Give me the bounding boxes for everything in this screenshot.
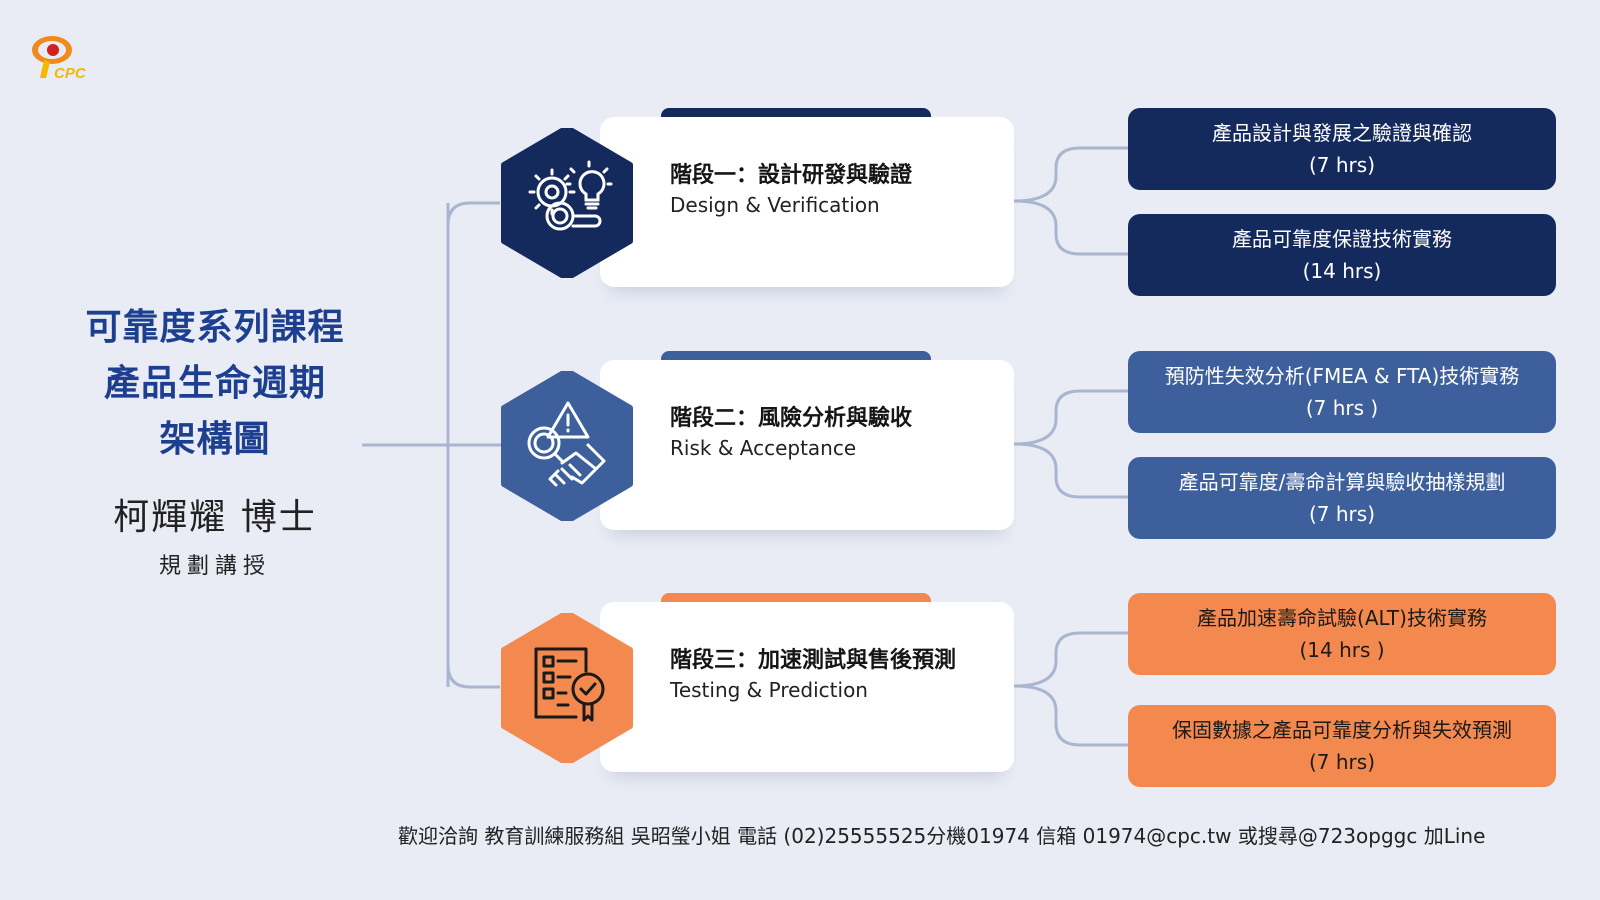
course-2-2-name: 產品可靠度/壽命計算與驗收抽樣規劃 (1178, 470, 1506, 494)
stage-3-card: 階段三：加速測試與售後預測 Testing & Prediction (600, 602, 1014, 772)
course-1-1: 產品設計與發展之驗證與確認 (7 hrs) (1128, 108, 1556, 190)
course-3-2-hours: (7 hrs) (1308, 750, 1375, 774)
stage-2-subtitle: Risk & Acceptance (670, 436, 857, 460)
stage-2-card: 階段二：風險分析與驗收 Risk & Acceptance (600, 360, 1014, 530)
stage-1-card: 階段一：設計研發與驗證 Design & Verification (600, 117, 1014, 287)
cpc-logo: CPC (32, 36, 87, 82)
course-2-1: 預防性失效分析(FMEA & FTA)技術實務 (7 hrs ) (1128, 351, 1556, 433)
stage-3-subtitle: Testing & Prediction (670, 678, 868, 702)
title-line-1: 可靠度系列課程 (85, 307, 345, 348)
course-1-1-hours: (7 hrs) (1308, 153, 1375, 177)
stage-2-title: 階段二：風險分析與驗收 (670, 406, 913, 431)
logo-text: CPC (54, 65, 87, 82)
course-3-1-hours: (14 hrs ) (1299, 638, 1385, 662)
title-block: 可靠度系列課程 產品生命週期 架構圖 柯輝耀 博士 規劃講授 (55, 300, 375, 580)
stage-1-subtitle: Design & Verification (670, 193, 880, 217)
course-1-1-name: 產品設計與發展之驗證與確認 (1212, 121, 1472, 145)
course-2-1-name: 預防性失效分析(FMEA & FTA)技術實務 (1164, 364, 1520, 388)
author-role: 規劃講授 (158, 554, 271, 579)
course-3-1: 產品加速壽命試驗(ALT)技術實務 (14 hrs ) (1128, 593, 1556, 675)
checklist-check-icon (501, 613, 633, 763)
title-line-2: 產品生命週期 (103, 363, 326, 404)
course-2-2-hours: (7 hrs) (1308, 502, 1375, 526)
course-3-2-name: 保固數據之產品可靠度分析與失效預測 (1172, 718, 1512, 742)
course-2-2: 產品可靠度/壽命計算與驗收抽樣規劃 (7 hrs) (1128, 457, 1556, 539)
course-2-1-hours: (7 hrs ) (1305, 396, 1379, 420)
course-3-1-name: 產品加速壽命試驗(ALT)技術實務 (1197, 606, 1487, 630)
title-line-3: 架構圖 (159, 419, 271, 460)
stage-1-title: 階段一：設計研發與驗證 (670, 163, 913, 188)
author-name: 柯輝耀 博士 (113, 497, 317, 538)
gears-lightbulb-magnifier-icon (501, 128, 633, 278)
stage-3-title: 階段三：加速測試與售後預測 (670, 648, 957, 673)
risk-handshake-icon (501, 371, 633, 521)
course-1-2: 產品可靠度保證技術實務 (14 hrs) (1128, 214, 1556, 296)
course-1-2-hours: (14 hrs) (1302, 259, 1382, 283)
contact-footer: 歡迎洽詢 教育訓練服務組 吳昭瑩小姐 電話 (02)25555525分機0197… (398, 824, 1486, 848)
course-1-2-name: 產品可靠度保證技術實務 (1232, 227, 1452, 251)
course-3-2: 保固數據之產品可靠度分析與失效預測 (7 hrs) (1128, 705, 1556, 787)
